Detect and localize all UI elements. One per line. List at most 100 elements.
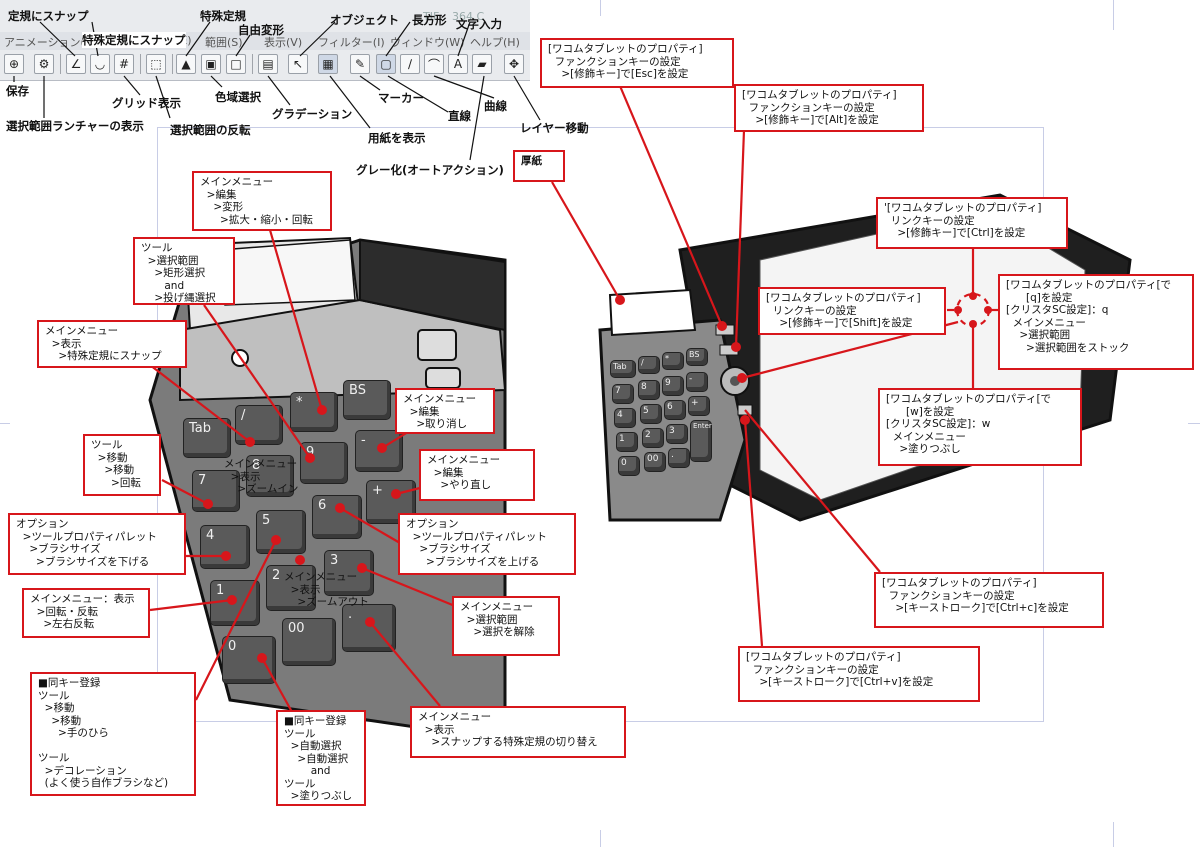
guide-line-h xyxy=(0,423,10,424)
callout-tool-select: ツール >選択範囲 >矩形選択 and >投げ縄選択 xyxy=(133,237,235,305)
marker-icon[interactable]: ✎ xyxy=(350,54,370,74)
callout-tool-rotate: ツール >移動 >移動 >回転 xyxy=(83,434,161,496)
key-9: 9 xyxy=(300,442,348,484)
key-6-right: 6 xyxy=(664,400,686,420)
key-asterisk-right: * xyxy=(662,352,684,370)
key-minus: - xyxy=(355,430,403,472)
key-slash: / xyxy=(235,405,283,445)
key-asterisk: * xyxy=(290,392,338,432)
gray-auto-action-icon[interactable]: ▰ xyxy=(472,54,492,74)
key-dot: . xyxy=(342,604,396,652)
label-gray: グレー化(オートアクション) xyxy=(356,163,504,177)
label-marker: マーカー xyxy=(378,91,424,105)
special-ruler-snap-icon[interactable]: ◡ xyxy=(90,54,110,74)
menu-filter[interactable]: フィルター(I) xyxy=(318,36,385,49)
object-icon[interactable]: ↖ xyxy=(288,54,308,74)
callout-wacom-shift: [ワコムタブレットのプロパティ] リンクキーの設定 >[修飾キー]で[Shift… xyxy=(758,287,946,335)
label-layer-move: レイヤー移動 xyxy=(520,121,589,135)
key-1-right: 1 xyxy=(616,432,638,452)
menu-view[interactable]: 表示(V) xyxy=(264,36,303,49)
key-2-right: 2 xyxy=(642,428,664,448)
key-5: 5 xyxy=(256,510,306,554)
guide-line-h xyxy=(1188,423,1200,424)
key-7-right: 7 xyxy=(612,384,634,404)
special-ruler-icon[interactable]: ▲ xyxy=(176,54,196,74)
key-tab: Tab xyxy=(183,418,231,458)
label-selection-launcher: 選択範囲ランチャーの表示 xyxy=(6,119,144,133)
color-select-icon[interactable]: ▣ xyxy=(201,54,221,74)
key-0: 0 xyxy=(222,636,276,684)
key-enter-right: Enter xyxy=(690,420,712,462)
callout-menu-snap-toggle: メインメニュー >表示 >スナップする特殊定規の切り替え xyxy=(410,706,626,758)
label-save: 保存 xyxy=(6,84,29,98)
menu-selection[interactable]: 範囲(S) xyxy=(205,36,243,49)
paper-icon[interactable]: ▦ xyxy=(318,54,338,74)
guide-line-v xyxy=(600,0,601,16)
selection-launcher-icon[interactable]: ⚙ xyxy=(34,54,54,74)
label-grid: グリッド表示 xyxy=(112,96,181,110)
key-7: 7 xyxy=(192,470,240,512)
key-00: 00 xyxy=(282,618,336,666)
key-00-right: 00 xyxy=(644,452,666,472)
label-invert-selection: 選択範囲の反転 xyxy=(170,123,251,137)
callout-thick-paper: 厚紙 xyxy=(513,150,565,182)
key-4-right: 4 xyxy=(614,408,636,428)
callout-wacom-esc: [ワコムタブレットのプロパティ] ファンクションキーの設定 >[修飾キー]で[E… xyxy=(540,38,734,88)
toolbar-separator xyxy=(140,54,141,74)
callout-menu-redo: メインメニュー >編集 >やり直し xyxy=(419,449,535,501)
callout-menu-zoomout: メインメニュー >表示 >ズームアウト xyxy=(284,571,369,608)
key-backspace: BS xyxy=(343,380,391,420)
label-line: 直線 xyxy=(448,109,471,123)
callout-dots xyxy=(203,292,992,663)
layer-move-icon[interactable]: ✥ xyxy=(504,54,524,74)
key-3: 3 xyxy=(324,550,374,596)
callout-wacom-ctrl: '[ワコムタブレットのプロパティ] リンクキーの設定 >[修飾キー]で[Ctrl… xyxy=(876,197,1068,249)
line-icon[interactable]: ∕ xyxy=(400,54,420,74)
invert-selection-icon[interactable]: ⬚ xyxy=(146,54,166,74)
menu-help[interactable]: ヘルプ(H) xyxy=(470,36,520,49)
key-minus-right: - xyxy=(686,372,708,392)
key-slash-right: / xyxy=(638,356,660,374)
key-5-right: 5 xyxy=(640,404,662,424)
label-color-select: 色域選択 xyxy=(215,90,261,104)
window-title-fragment: 364.C xyxy=(452,10,485,23)
ruler-snap-icon[interactable]: ∠ xyxy=(66,54,86,74)
toolbar-separator xyxy=(172,54,173,74)
label-object: オブジェクト xyxy=(330,13,399,27)
label-rectangle: 長方形 xyxy=(412,13,447,27)
window-title-fragment: TIF xyxy=(423,10,440,23)
callout-brush-down: オプション >ツールプロパティパレット >ブラシサイズ >ブラシサイズを下げる xyxy=(8,513,186,575)
key-9-right: 9 xyxy=(662,376,684,396)
key-8-right: 8 xyxy=(638,380,660,400)
key-bs-right: BS xyxy=(686,348,708,366)
key-8: 8 xyxy=(246,455,294,497)
rectangle-icon[interactable]: ▢ xyxy=(376,54,396,74)
key-plus: + xyxy=(366,480,416,524)
callout-brush-up: オプション >ツールプロパティパレット >ブラシサイズ >ブラシサイズを上げる xyxy=(398,513,576,575)
callout-wacom-ctrlv: [ワコムタブレットのプロパティ] ファンクションキーの設定 >[キーストローク]… xyxy=(738,646,980,702)
label-transform: 自由変形 xyxy=(238,23,284,37)
curve-icon[interactable]: ⌒ xyxy=(424,54,444,74)
grid-icon[interactable]: # xyxy=(114,54,134,74)
key-plus-right: + xyxy=(688,396,710,416)
callout-menu-snap: メインメニュー >表示 >特殊定規にスナップ xyxy=(37,320,187,368)
menu-window[interactable]: ウィンドウ(W) xyxy=(390,36,465,49)
save-icon[interactable]: ⊕ xyxy=(4,54,24,74)
gradation-icon[interactable]: ▤ xyxy=(258,54,278,74)
key-4: 4 xyxy=(200,525,250,569)
callout-menu-transform: メインメニュー >編集 >変形 >拡大・縮小・回転 xyxy=(192,171,332,231)
key-2: 2 xyxy=(266,565,316,611)
callout-menu-deselect: メインメニュー >選択範囲 >選択を解除 xyxy=(452,596,560,656)
label-snap-special: 特殊定規にスナップ xyxy=(82,32,186,48)
label-snap: 定規にスナップ xyxy=(8,9,89,23)
key-0-right: 0 xyxy=(618,456,640,476)
callout-wacom-ctrlc: [ワコムタブレットのプロパティ] ファンクションキーの設定 >[キーストローク]… xyxy=(874,572,1104,628)
callout-menu-zoomin: メインメニュー >表示 >ズームイン xyxy=(224,458,299,495)
transform-icon[interactable]: □ xyxy=(226,54,246,74)
key-dot-right: . xyxy=(668,448,690,468)
toolbar-separator xyxy=(252,54,253,74)
callout-wacom-alt: [ワコムタブレットのプロパティ] ファンクションキーの設定 >[修飾キー]で[A… xyxy=(734,84,924,132)
toolbar-separator xyxy=(60,54,61,74)
callout-same-key-hand: ■同キー登録 ツール >移動 >移動 >手のひら ツール >デコレーション (よ… xyxy=(30,672,196,796)
